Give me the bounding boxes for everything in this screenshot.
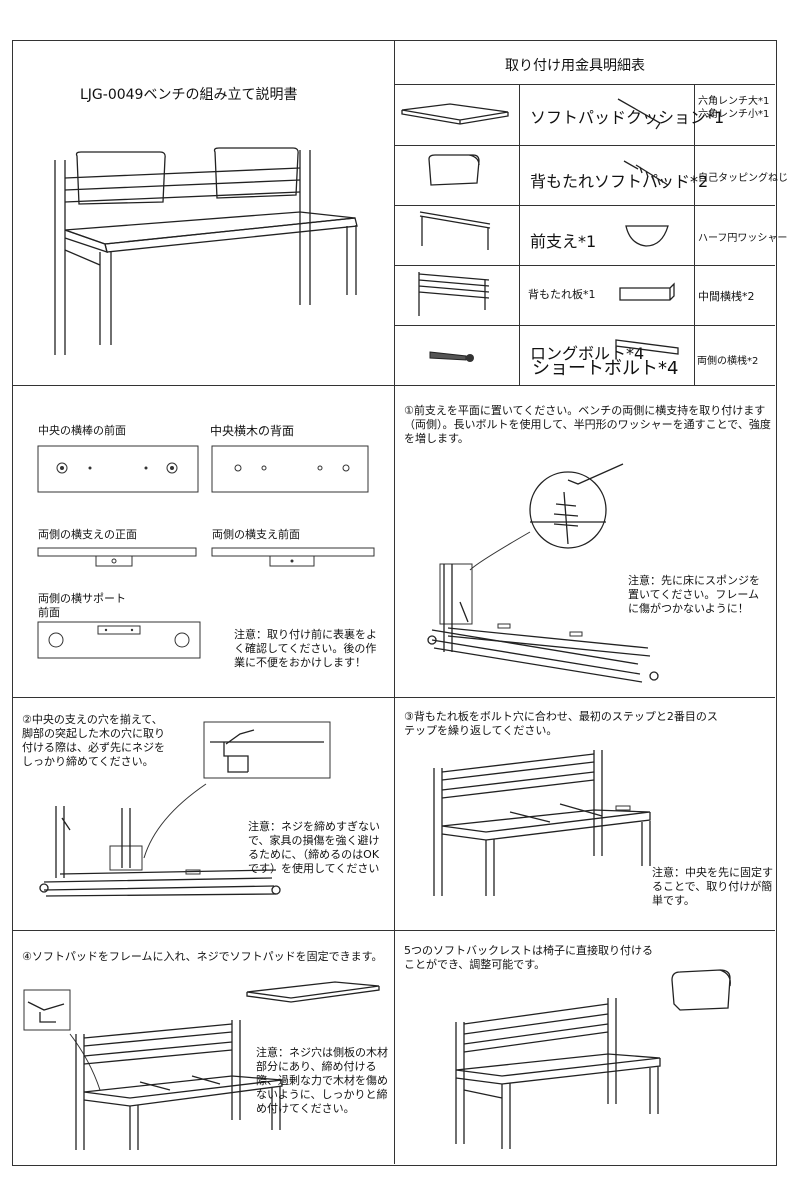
parts-row2-left: 背もたれソフトパッド*2 [530, 172, 709, 191]
side-support-front-diagram [37, 621, 201, 659]
parts-row3-right: ハーフ円ワッシャー [698, 233, 788, 244]
parts-row3-left: 前支え*1 [530, 232, 597, 251]
step2-illustration [39, 783, 281, 897]
cushion-board-icon [401, 103, 509, 125]
divider-h2 [12, 697, 775, 698]
step5-illustration [455, 998, 661, 1149]
parts-row4-right: 中間横桟*2 [698, 290, 755, 303]
parts-table-header: 取り付け用金具明細表 [505, 58, 645, 74]
parts-row1-right: 六角レンチ大*1六角レンチ小*1 [698, 96, 770, 120]
label-side-support2: 前面 [38, 606, 60, 619]
step2-text: ②中央の支えの穴を揃えて、脚部の突起した木の穴に取り付ける際は、必ず先にネジをし… [22, 713, 165, 768]
side-rail-icon [615, 339, 679, 355]
side-rail-front2-diagram [211, 547, 375, 567]
divider-h3 [12, 930, 775, 931]
parts-table [394, 40, 775, 385]
label-center-back: 中央横木の背面 [210, 424, 295, 438]
step4-illustration [69, 1020, 283, 1150]
back-pad-icon [428, 154, 480, 186]
step2-note: 注意：ネジを締めすぎないで、家具の損傷を強く避けるために、（締めるのはOKです）… [248, 820, 380, 875]
label-side-front2: 両側の横支え前面 [212, 528, 300, 541]
section2-note: 注意：取り付け前に表裏をよく確認してください。後の作業に不便をおかけします！ [234, 628, 377, 669]
label-center-front: 中央の横棒の前面 [38, 424, 126, 437]
divider-h1 [12, 385, 775, 386]
center-rail-back-diagram [211, 445, 369, 493]
parts-row1-left: ソフトパッドクッション*1 [530, 108, 725, 127]
step1-illustration [427, 463, 659, 683]
parts-row2-right: 自己タッピングねじ [698, 173, 788, 184]
parts-row5-left: ロングボルト*4 [530, 344, 645, 363]
label-side-support: 両側の横サポート [38, 592, 126, 605]
step4-text: ④ソフトパッドをフレームに入れ、ネジでソフトパッドを固定できます。 [22, 950, 383, 963]
center-rail-front-diagram [37, 445, 199, 493]
hex-wrench-icon [617, 98, 661, 130]
tapping-screw-icon [623, 160, 669, 186]
parts-row5-right: 両側の横桟*2 [697, 356, 759, 367]
step3-text: ③背もたれ板をボルト穴に合わせ、最初のステップと2番目のステップを繰り返してくだ… [404, 710, 718, 737]
step4-cushion-board [246, 981, 380, 1003]
middle-rail-icon [619, 282, 675, 301]
step3-illustration [433, 750, 651, 896]
step1-text: ①前支えを平面に置いてください。ベンチの両側に横支持を取り付けます（両側）。長い… [404, 404, 771, 445]
backrest-board-icon [418, 272, 490, 316]
front-support-icon [419, 211, 491, 250]
long-bolt-icon [429, 351, 474, 362]
step2-detail-box [203, 721, 331, 779]
step1-note: 注意：先に床にスポンジを置いてください。フレームに傷がつかないように！ [628, 574, 760, 615]
parts-row5-left2: ショートボルト*4 [532, 358, 679, 379]
parts-row4-left: 背もたれ板*1 [528, 288, 596, 301]
divider-vertical [394, 40, 395, 1164]
manual-title: LJG-0049ベンチの組み立て説明書 [80, 87, 298, 103]
bench-illustration [54, 147, 358, 355]
label-side-front: 両側の横支えの正面 [38, 528, 137, 541]
side-rail-front-diagram [37, 547, 197, 567]
step4-note: 注意：ネジ穴は側板の木材部分にあり、締め付ける際、過剰な力で木材を傷めないように… [256, 1046, 388, 1115]
half-washer-icon [625, 225, 669, 247]
step5-text: 5つのソフトバックレストは椅子に直接取り付けることができ、調整可能です。 [404, 944, 653, 971]
step5-back-pad [671, 969, 731, 1011]
step4-detail-box [23, 989, 71, 1031]
step3-note: 注意：中央を先に固定することで、取り付けが簡単です。 [652, 866, 773, 907]
